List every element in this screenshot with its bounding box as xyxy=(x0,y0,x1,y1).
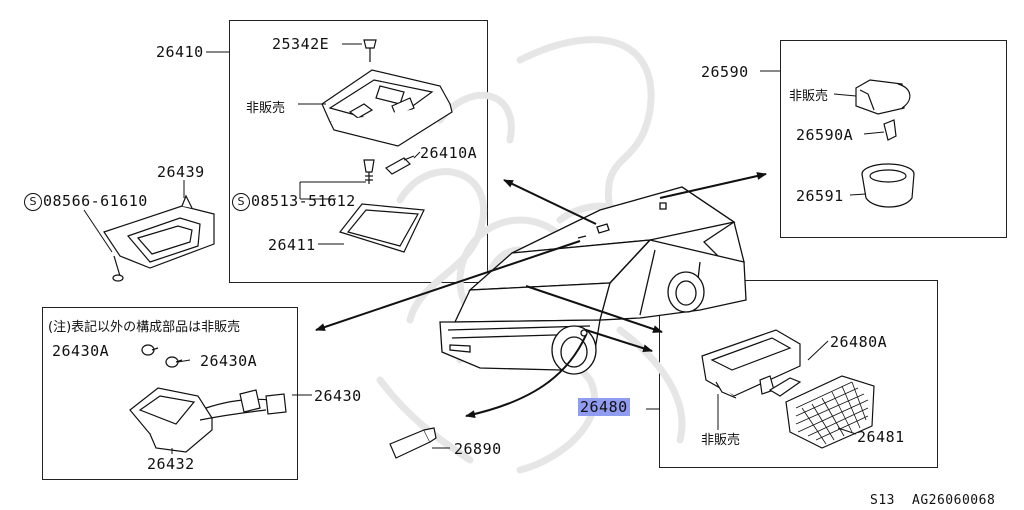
car-illustration xyxy=(439,186,747,375)
label-26590a: 26590A xyxy=(796,126,854,144)
upper-leader-lines xyxy=(206,43,421,245)
label-26439: 26439 xyxy=(157,163,205,181)
circled-s-icon: S xyxy=(232,193,250,211)
label-26430a-left: 26430A xyxy=(52,342,110,360)
bulb-26890 xyxy=(389,427,437,459)
label-26411: 26411 xyxy=(268,236,316,254)
label-not-for-sale-a: 非販売 xyxy=(246,101,286,116)
circled-s-icon: S xyxy=(24,193,42,211)
label-26410a: 26410A xyxy=(420,144,478,162)
label-08566-61610: 08566-61610 xyxy=(43,192,148,210)
pointer-arrows xyxy=(315,172,767,419)
label-26430: 26430 xyxy=(314,387,362,405)
note-non-listed-parts-not-sold: (注)表記以外の構成部品は非販売 xyxy=(48,320,241,335)
upper-lamp-box xyxy=(229,20,488,283)
label-26591: 26591 xyxy=(796,187,844,205)
label-26590: 26590 xyxy=(701,63,749,81)
label-26480-highlighted[interactable]: 26480 xyxy=(578,398,630,416)
label-25342e: 25342E xyxy=(272,35,330,53)
left-bottom-parts xyxy=(129,344,287,453)
right-top-box xyxy=(780,40,1007,238)
footer-code: S13 xyxy=(870,493,895,508)
label-not-for-sale-b: 非販売 xyxy=(789,89,829,104)
label-08513-51612: 08513-51612 xyxy=(251,192,356,210)
label-26432: 26432 xyxy=(147,455,195,473)
right-top-parts xyxy=(855,79,915,208)
label-26410: 26410 xyxy=(156,43,204,61)
bracket-26439 xyxy=(103,194,215,282)
lens-grid xyxy=(795,381,869,445)
label-26430a-right: 26430A xyxy=(200,352,258,370)
upper-lamp-parts xyxy=(321,39,453,253)
footer-diagram-id: AG26060068 xyxy=(912,493,996,508)
label-not-for-sale-c: 非販売 xyxy=(701,433,741,448)
label-26481: 26481 xyxy=(857,428,905,446)
right-bottom-box xyxy=(659,280,938,468)
label-26890: 26890 xyxy=(454,440,502,458)
label-26480a: 26480A xyxy=(830,333,888,351)
left-bottom-box xyxy=(42,307,298,480)
